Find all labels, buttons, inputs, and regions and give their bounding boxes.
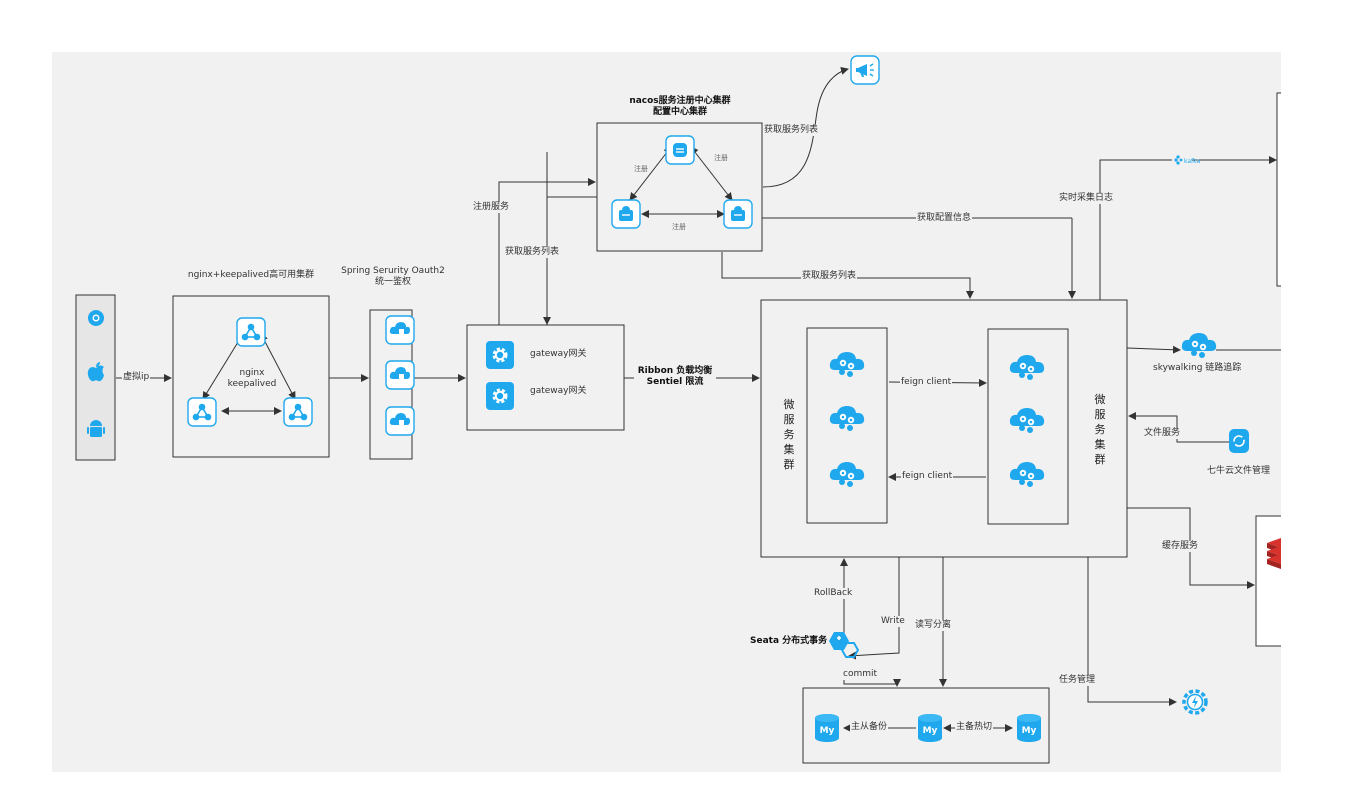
nginx-cluster-box [172, 295, 330, 458]
kafka-icon [1174, 155, 1183, 165]
right-cut-box-top [1276, 92, 1281, 287]
seata-icon [829, 632, 860, 658]
chrome-icon [88, 310, 104, 326]
ms-cluster-left-label: 微服务集群 [783, 398, 795, 471]
microservice-cluster-left [806, 327, 888, 524]
get-service-list-top-label: 获取服务列表 [763, 125, 820, 136]
kafka-label: kafka [1184, 158, 1201, 165]
get-service-list-ms-label: 获取服务列表 [801, 271, 858, 282]
cache-service-label: 缓存服务 [1161, 541, 1200, 552]
rw-split-label: 读写分离 [914, 620, 953, 631]
skywalking-label: skywalking 链路追踪 [1153, 363, 1242, 373]
sync-label-left: 注册 [634, 165, 648, 173]
cloud-gear-icon [1181, 333, 1217, 358]
cloud-gear-icon [829, 462, 865, 487]
redis-box [1255, 515, 1281, 647]
android-icon [87, 420, 105, 437]
sync-label-bottom: 注册 [672, 223, 686, 231]
hot-switch-label: 主备热切 [955, 722, 994, 733]
nginx-center-label: nginx keepalived [227, 368, 277, 389]
mysql-icon: My [918, 714, 942, 742]
task-mgmt-label: 任务管理 [1058, 675, 1097, 686]
mysql-box [802, 687, 1050, 764]
cloud-gear-icon [829, 406, 865, 431]
sync-label-right: 注册 [714, 154, 728, 162]
cloud-gear-icon [1009, 462, 1045, 487]
apple-icon [87, 362, 104, 382]
microservice-cluster-right [987, 328, 1069, 525]
register-service-label: 注册服务 [472, 202, 511, 213]
megaphone-icon [850, 55, 880, 85]
nginx-cluster-title: nginx+keepalived高可用集群 [187, 270, 315, 280]
ribbon-label: Ribbon 负载均衡 Sentiel 限流 [634, 366, 716, 388]
gear-icon [486, 341, 514, 369]
feign-client-label-2: feign client [901, 471, 954, 482]
nginx-node-icon [187, 397, 217, 427]
sync-icon [1229, 429, 1249, 453]
qiniu-label: 七牛云文件管理 [1207, 466, 1271, 476]
vip-label: 虚拟ip [122, 372, 151, 383]
database-node-icon [723, 199, 753, 229]
file-service-label: 文件服务 [1143, 428, 1182, 439]
diagram-canvas: My My My 虚拟ip nginx+keepalived高可用集群 ngin… [52, 52, 1281, 772]
realtime-log-label: 实时采集日志 [1058, 193, 1115, 204]
oauth-title: Spring Serurity Oauth2 统一鉴权 [341, 266, 445, 287]
database-node-icon [665, 135, 695, 165]
gateway-box [466, 324, 625, 431]
feign-client-label-1: feign client [900, 377, 953, 388]
cloud-shield-icon [385, 406, 415, 436]
mysql-icon: My [1017, 714, 1041, 742]
master-slave-label: 主从备份 [850, 722, 889, 733]
cloud-shield-icon [385, 315, 415, 345]
get-service-list-gateway-label: 获取服务列表 [504, 247, 561, 258]
nginx-node-icon [283, 397, 313, 427]
cloud-gear-icon [1009, 408, 1045, 433]
gateway-label-2: gateway网关 [530, 386, 587, 396]
cloud-gear-icon [829, 352, 865, 377]
svg-text:My: My [923, 726, 938, 736]
microservice-outer-box [760, 299, 1128, 558]
gateway-label-1: gateway网关 [530, 349, 587, 359]
seata-label: Seata 分布式事务 [750, 636, 828, 646]
ms-cluster-right-label: 微服务集群 [1094, 393, 1106, 466]
nacos-title: nacos服务注册中心集群 配置中心集群 [629, 96, 731, 117]
redis-icon [1267, 538, 1281, 569]
cloud-shield-icon [385, 360, 415, 390]
rollback-label: RollBack [813, 588, 854, 599]
mysql-icon: My [815, 714, 839, 742]
svg-text:My: My [820, 726, 835, 736]
write-label: Write [880, 616, 906, 627]
nginx-node-icon [236, 317, 266, 347]
database-node-icon [611, 199, 641, 229]
commit-label: commit [842, 669, 879, 680]
get-config-label: 获取配置信息 [916, 213, 973, 224]
svg-text:My: My [1022, 726, 1037, 736]
nacos-box [596, 122, 763, 252]
task-gear-icon [1182, 689, 1208, 715]
cloud-gear-icon [1009, 355, 1045, 380]
gear-icon [486, 382, 514, 410]
